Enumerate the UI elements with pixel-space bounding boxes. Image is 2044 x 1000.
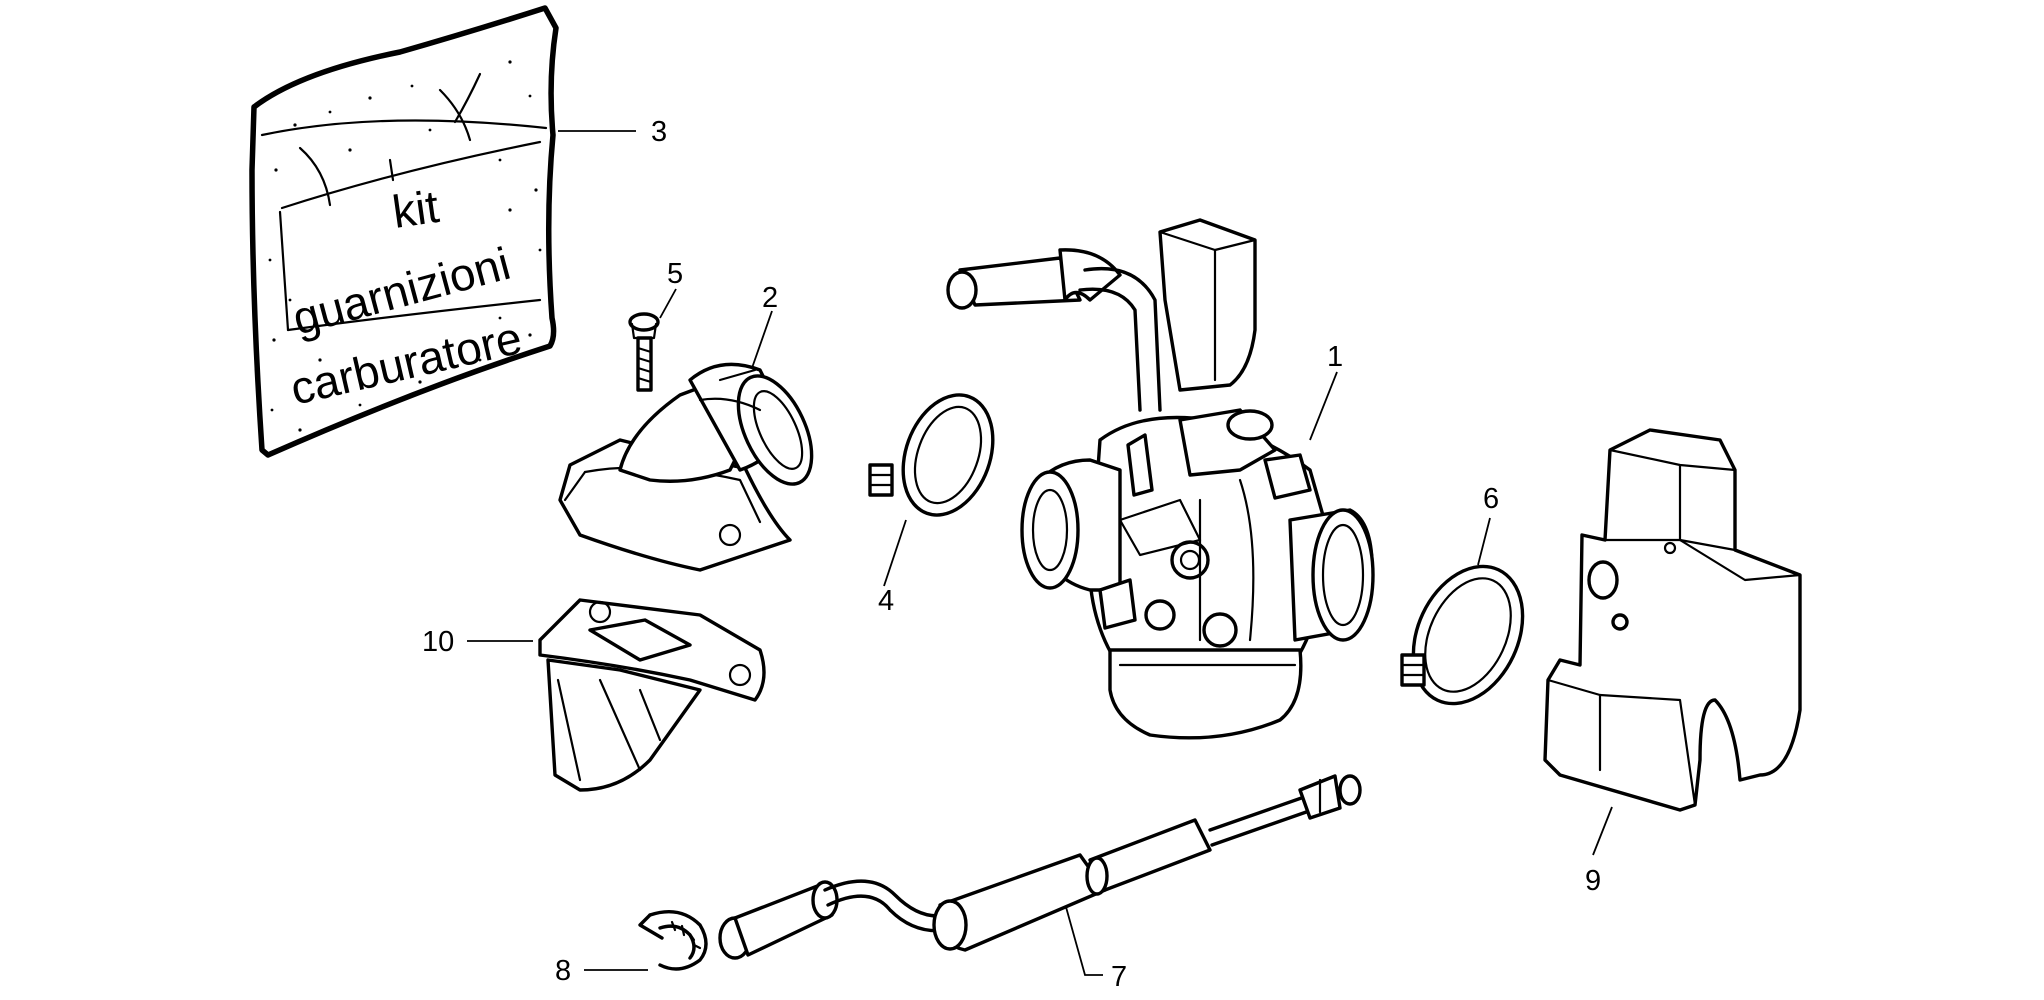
callout-1: 1 (1327, 341, 1343, 373)
callout-5: 5 (667, 258, 683, 290)
hose-clamp-1 (868, 393, 995, 517)
callout-2: 2 (762, 282, 778, 314)
reed-valve (538, 598, 766, 792)
callout-4: 4 (878, 585, 894, 617)
screw (628, 312, 660, 392)
callout-8: 8 (555, 955, 571, 987)
carburettor-cover (1543, 428, 1802, 812)
choke-cable (718, 774, 1362, 960)
callout-numbers: 1 2 3 4 5 6 7 8 9 10 (422, 116, 1601, 993)
hose-clamp-2 (1400, 564, 1525, 706)
bag-text-kit: kit (389, 180, 442, 238)
callout-7: 7 (1111, 961, 1127, 993)
callout-10: 10 (422, 626, 454, 658)
callout-6: 6 (1483, 483, 1499, 515)
callout-3: 3 (651, 116, 667, 148)
leader-lines (467, 130, 1613, 976)
intake-manifold (558, 362, 814, 572)
cable-clip (638, 910, 708, 971)
callout-9: 9 (1585, 865, 1601, 897)
gasket-kit-bag: kit guarnizioni carburatore (249, 5, 559, 458)
carburettor (946, 218, 1375, 740)
